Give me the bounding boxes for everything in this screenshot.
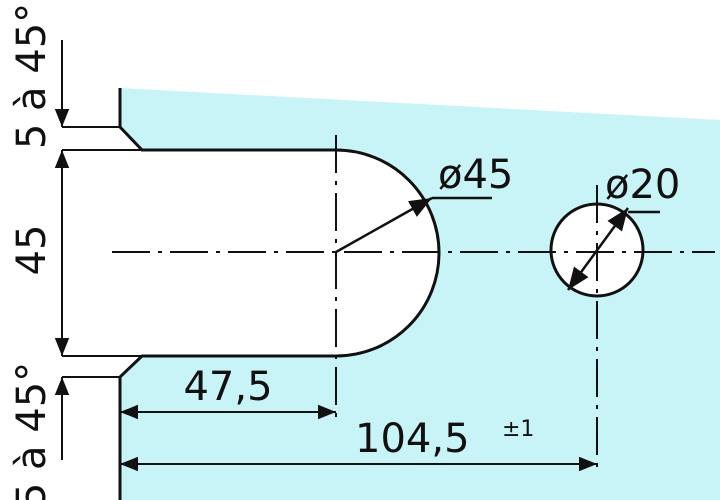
label-chamfer-top: 5 à 45° — [9, 3, 55, 149]
label-chamfer-bottom: 5 à 45° — [9, 362, 55, 500]
label-slot-diameter: ø45 — [438, 152, 513, 198]
label-tolerance: ±1 — [502, 417, 534, 442]
slot-diameter-leader — [335, 196, 433, 254]
hole-diameter-line — [566, 207, 630, 291]
label-slot-distance: 47,5 — [183, 364, 272, 410]
label-hole-distance: 104,5 — [355, 416, 470, 462]
label-hole-diameter: ø20 — [605, 162, 680, 208]
label-height: 45 — [9, 225, 55, 276]
